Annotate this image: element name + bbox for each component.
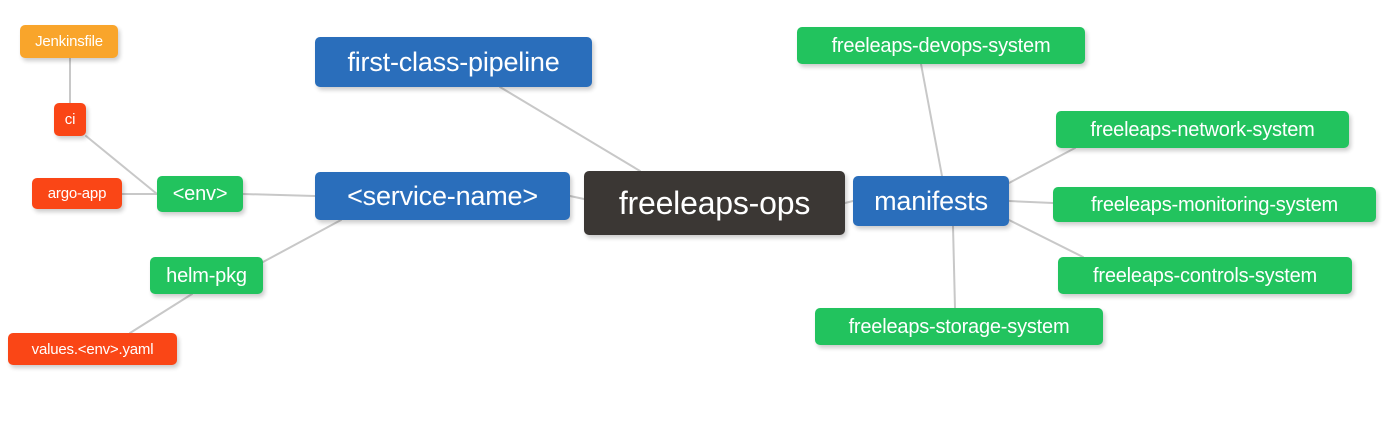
node-freeleaps-monitoring-system[interactable]: freeleaps-monitoring-system	[1053, 187, 1376, 222]
node-label: freeleaps-network-system	[1090, 118, 1315, 141]
node-label: ci	[64, 111, 76, 128]
node-label: freeleaps-monitoring-system	[1091, 193, 1338, 216]
edge-manifests-to-freeleaps-devops-system	[920, 63, 943, 177]
node-freeleaps-controls-system[interactable]: freeleaps-controls-system	[1058, 257, 1352, 294]
node-ci[interactable]: ci	[54, 103, 86, 136]
node-manifests[interactable]: manifests	[853, 176, 1009, 226]
edge-env-to-service-name	[242, 193, 316, 197]
node-freeleaps-ops[interactable]: freeleaps-ops	[584, 171, 845, 235]
edge-manifests-to-freeleaps-controls-system	[1008, 219, 1084, 258]
node-label: argo-app	[47, 185, 107, 202]
edge-manifests-to-freeleaps-storage-system	[952, 225, 956, 309]
node-freeleaps-devops-system[interactable]: freeleaps-devops-system	[797, 27, 1085, 64]
node-freeleaps-network-system[interactable]: freeleaps-network-system	[1056, 111, 1349, 148]
node-label: <service-name>	[347, 180, 538, 211]
edge-first-class-pipeline-to-freeleaps-ops	[499, 86, 641, 172]
node-label: first-class-pipeline	[347, 46, 560, 77]
node-label: values.<env>.yaml	[31, 340, 154, 358]
edge-freeleaps-ops-to-manifests	[844, 200, 854, 204]
edge-service-name-to-freeleaps-ops	[569, 195, 585, 200]
node-service-name[interactable]: <service-name>	[315, 172, 570, 220]
node-jenkinsfile[interactable]: Jenkinsfile	[20, 25, 118, 58]
node-label: <env>	[172, 183, 228, 205]
node-label: helm-pkg	[166, 264, 247, 287]
node-label: freeleaps-devops-system	[831, 34, 1051, 57]
node-label: freeleaps-controls-system	[1093, 264, 1317, 287]
node-label: manifests	[874, 185, 988, 216]
edge-manifests-to-freeleaps-network-system	[1008, 147, 1076, 184]
edge-helm-pkg-to-service-name	[262, 219, 342, 263]
node-freeleaps-storage-system[interactable]: freeleaps-storage-system	[815, 308, 1103, 345]
edge-manifests-to-freeleaps-monitoring-system	[1008, 200, 1054, 204]
node-argo-app[interactable]: argo-app	[32, 178, 122, 209]
node-label: freeleaps-storage-system	[848, 315, 1070, 338]
node-label: Jenkinsfile	[35, 33, 103, 50]
node-values-env-yaml[interactable]: values.<env>.yaml	[8, 333, 177, 365]
node-first-class-pipeline[interactable]: first-class-pipeline	[315, 37, 592, 87]
node-env[interactable]: <env>	[157, 176, 243, 212]
node-helm-pkg[interactable]: helm-pkg	[150, 257, 263, 294]
node-label: freeleaps-ops	[618, 185, 811, 221]
edge-values-env-yaml-to-helm-pkg	[129, 293, 193, 334]
